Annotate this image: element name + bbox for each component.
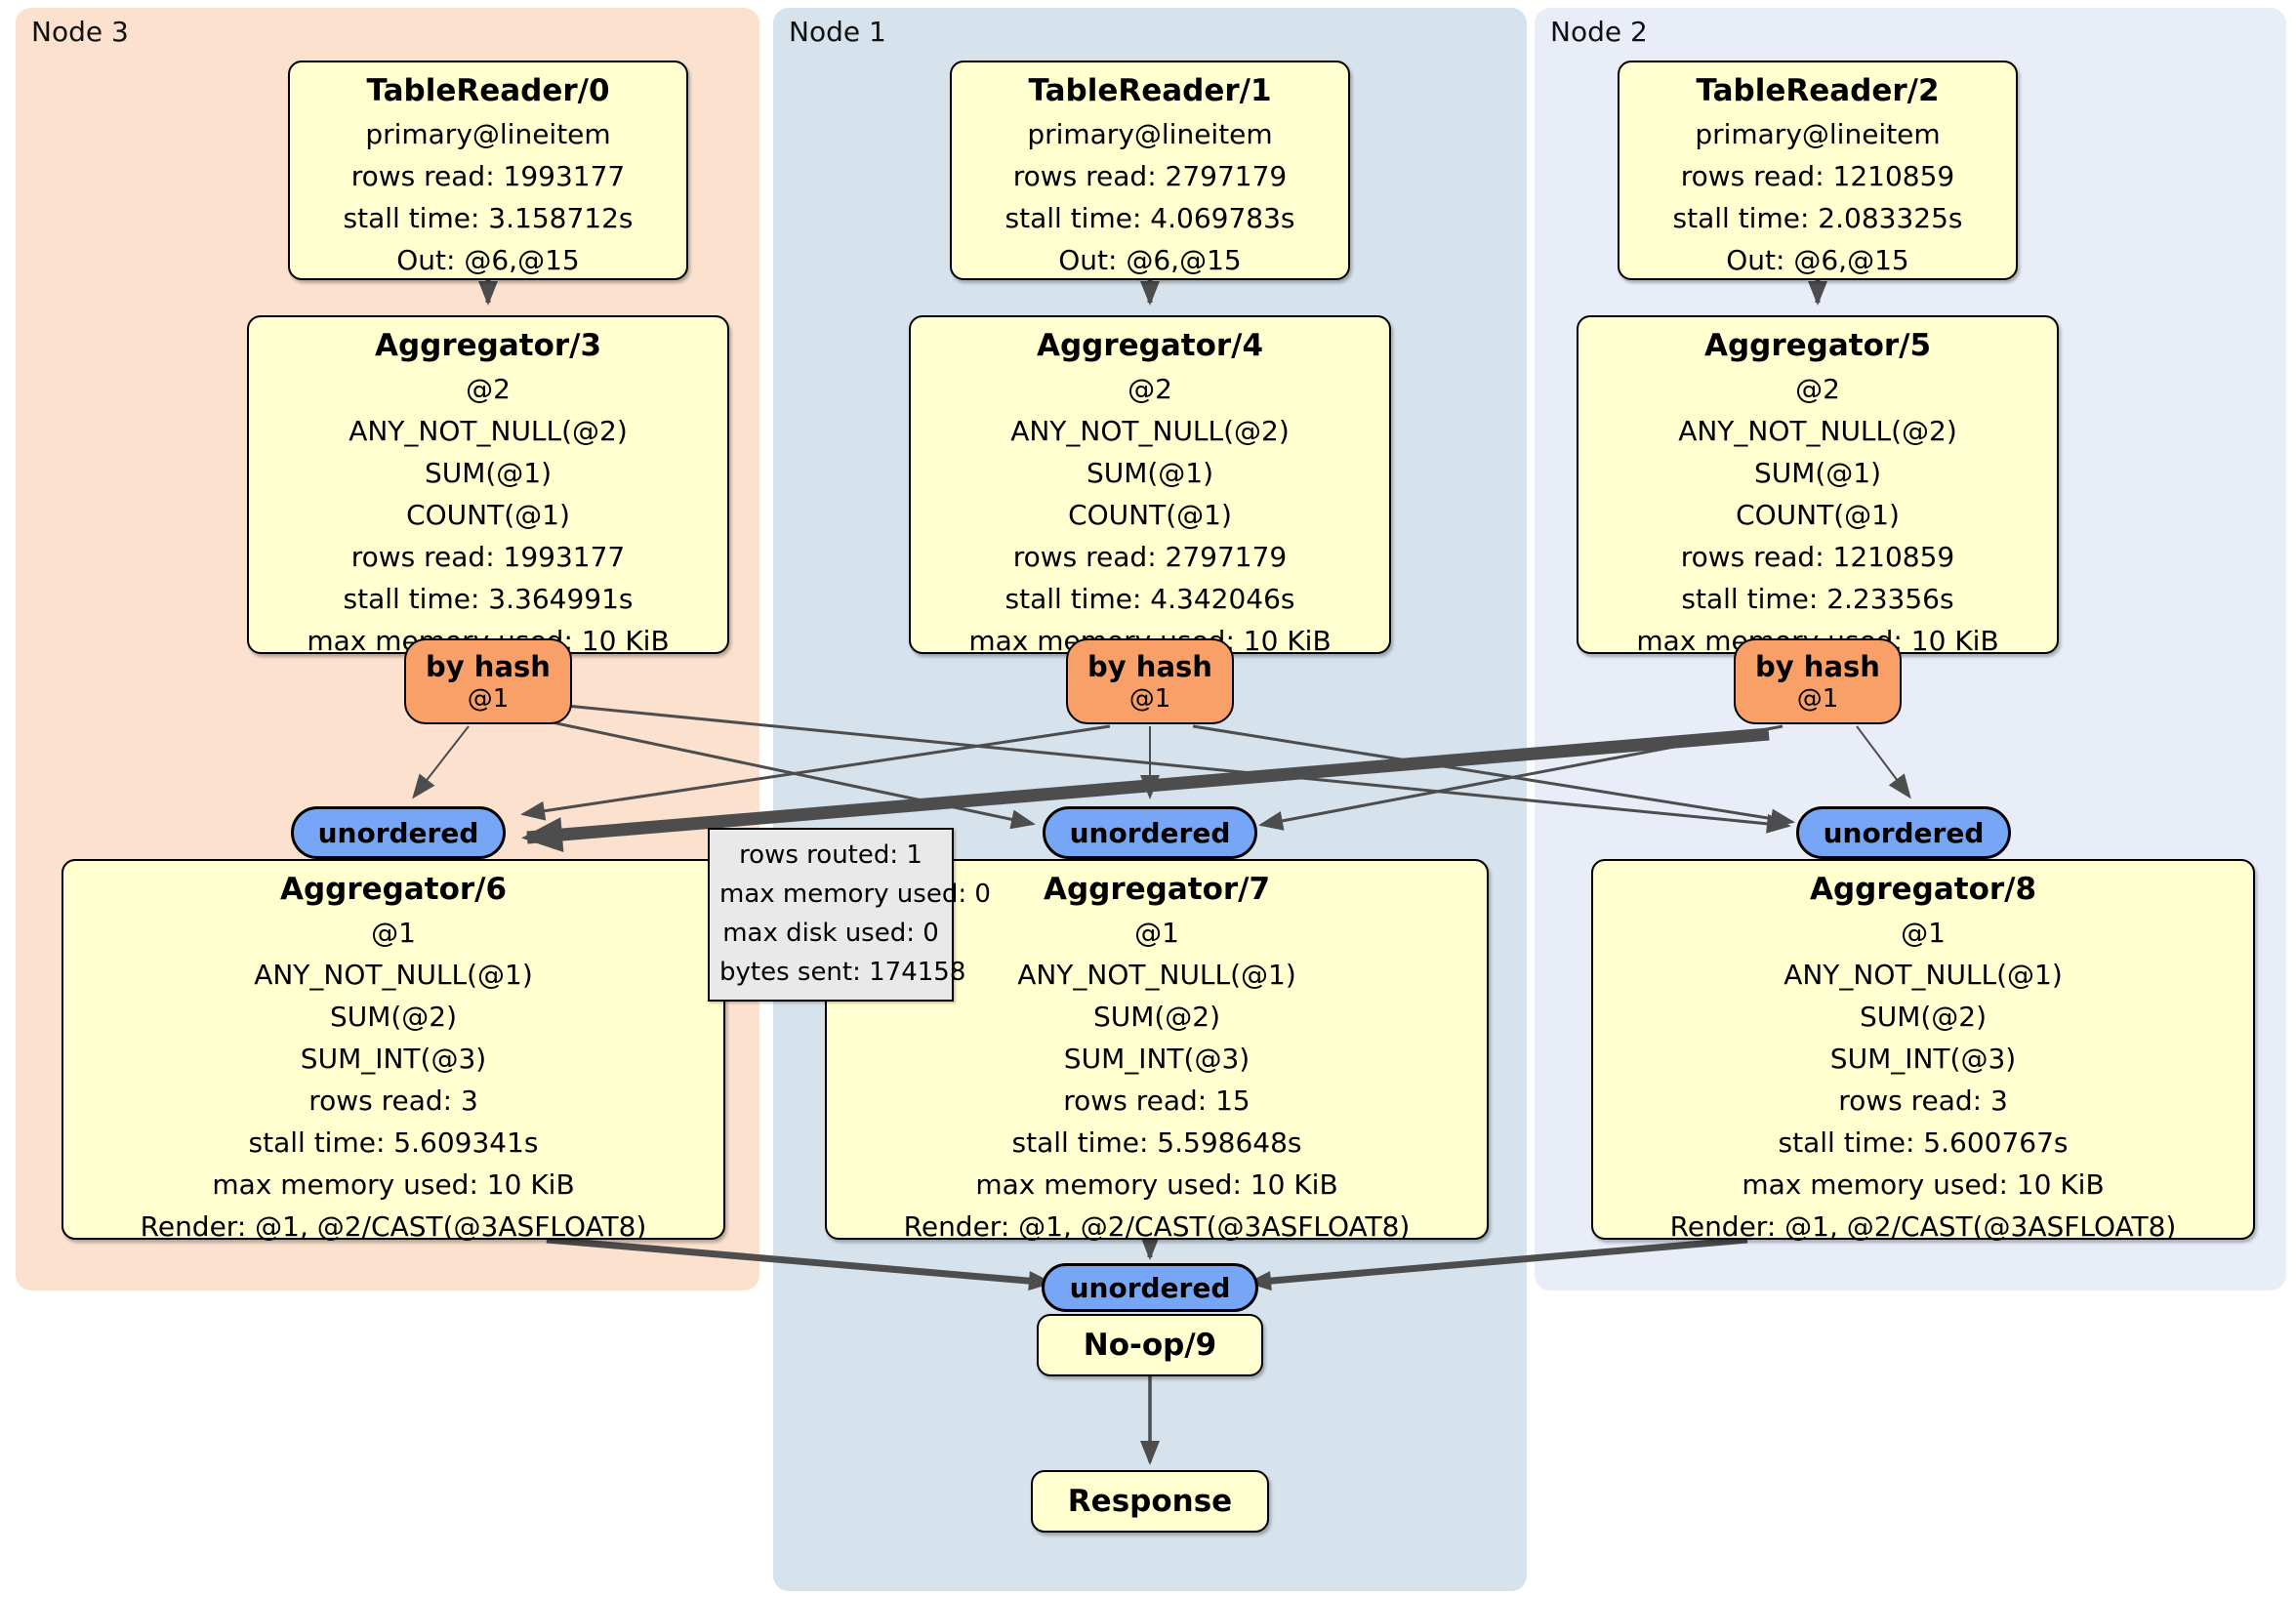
node3-label: Node 3 — [31, 16, 129, 48]
processor-title: TableReader/0 — [366, 73, 610, 108]
sync-unordered-7[interactable]: unordered — [1043, 806, 1257, 859]
router-by-hash-4[interactable]: by hash @1 — [1066, 638, 1234, 724]
processor-title: TableReader/1 — [1028, 73, 1272, 108]
processor-aggregator-5[interactable]: Aggregator/5 @2 ANY_NOT_NULL(@2) SUM(@1)… — [1577, 315, 2059, 657]
processor-title: Aggregator/8 — [1809, 872, 2037, 907]
sync-unordered-9[interactable]: unordered — [1042, 1263, 1258, 1312]
processor-aggregator-8[interactable]: Aggregator/8 @1 ANY_NOT_NULL(@1) SUM(@2)… — [1591, 859, 2255, 1243]
node2-label: Node 2 — [1550, 16, 1648, 48]
processor-title: TableReader/2 — [1696, 73, 1940, 108]
processor-aggregator-6[interactable]: Aggregator/6 @1 ANY_NOT_NULL(@1) SUM(@2)… — [62, 859, 725, 1243]
processor-tablereader-2[interactable]: TableReader/2 primary@lineitem rows read… — [1618, 61, 2018, 280]
processor-response[interactable]: Response — [1031, 1470, 1269, 1533]
processor-title: Aggregator/4 — [1036, 328, 1264, 363]
router-by-hash-3[interactable]: by hash @1 — [404, 638, 572, 724]
edge-router3-sync6 — [412, 725, 470, 799]
processor-title: Aggregator/7 — [1043, 872, 1271, 907]
processor-title: Aggregator/3 — [374, 328, 602, 363]
sync-unordered-8[interactable]: unordered — [1796, 806, 2011, 859]
processor-title: Aggregator/6 — [279, 872, 508, 907]
router-by-hash-5[interactable]: by hash @1 — [1734, 638, 1902, 724]
sync-unordered-6[interactable]: unordered — [291, 806, 506, 859]
processor-aggregator-4[interactable]: Aggregator/4 @2 ANY_NOT_NULL(@2) SUM(@1)… — [909, 315, 1391, 657]
processor-title: Aggregator/5 — [1703, 328, 1932, 363]
edge-agg6-sync9 — [546, 1236, 1053, 1291]
processor-aggregator-3[interactable]: Aggregator/3 @2 ANY_NOT_NULL(@2) SUM(@1)… — [247, 315, 729, 657]
edge-router4-sync8 — [1192, 724, 1795, 829]
edge-router5-sync8 — [1856, 725, 1911, 799]
edge-agg8-sync9 — [1247, 1236, 1748, 1291]
router-stats-tooltip: rows routed: 1 max memory used: 0 max di… — [708, 828, 991, 1002]
edge-router3-sync8 — [536, 701, 1791, 834]
processor-tablereader-0[interactable]: TableReader/0 primary@lineitem rows read… — [288, 61, 688, 280]
edge-router5-sync7 — [1258, 724, 1784, 831]
edge-router4-sync6 — [520, 724, 1111, 821]
processor-noop-9[interactable]: No-op/9 — [1037, 1314, 1263, 1376]
node1-label: Node 1 — [789, 16, 886, 48]
edge-router5-sync6 — [521, 727, 1770, 852]
processor-tablereader-1[interactable]: TableReader/1 primary@lineitem rows read… — [950, 61, 1350, 280]
